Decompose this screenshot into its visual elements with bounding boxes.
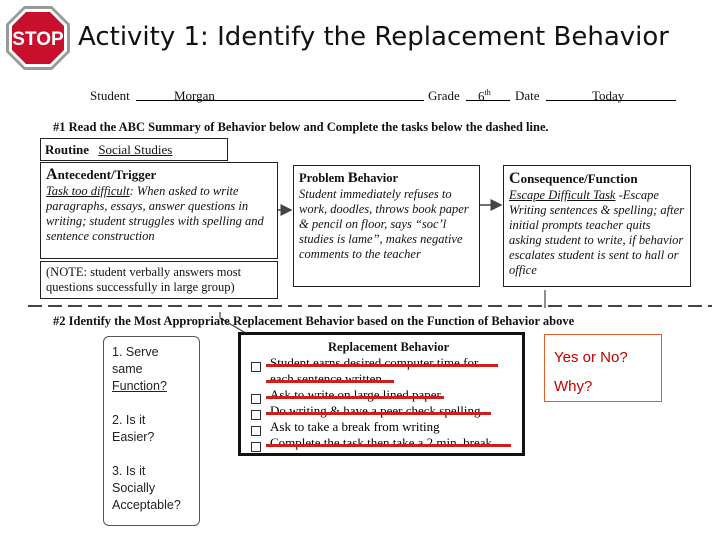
step1-heading: #1 Read the ABC Summary of Behavior belo… <box>53 120 549 134</box>
grade-label: Grade <box>428 88 460 103</box>
student-label: Student <box>90 88 130 103</box>
antecedent-box: Antecedent/Trigger Task too difficult: W… <box>40 162 278 259</box>
checkbox-option-4[interactable] <box>251 422 269 440</box>
problem-behavior-text: Student immediately refuses to work, doo… <box>299 187 469 261</box>
question-socially-acceptable: 3. Is it Socially Acceptable? <box>112 464 181 512</box>
option-1-line-1: Student earns desired computer time for <box>270 355 479 370</box>
problem-behavior-box: Problem Behavior Student immediately ref… <box>293 165 480 287</box>
date-label: Date <box>515 88 540 103</box>
stop-sign-text: STOP <box>12 29 64 50</box>
student-field <box>136 86 424 101</box>
antecedent-title: Antecedent/Trigger <box>46 166 272 184</box>
routine-label: Routine <box>45 142 90 157</box>
checkbox-option-1[interactable] <box>251 358 269 376</box>
step2-heading: #2 Identify the Most Appropriate Replace… <box>53 314 575 328</box>
question-easier: 2. Is it Easier? <box>112 413 155 444</box>
strike-option-3 <box>266 412 491 415</box>
antecedent-text: Task too difficult: When asked to write … <box>46 184 272 244</box>
answer-why: Why? <box>554 378 593 395</box>
page-title: Activity 1: Identify the Replacement Beh… <box>78 22 669 52</box>
answer-yes-or-no: Yes or No? <box>554 349 628 366</box>
stop-sign-icon: STOP <box>4 4 72 72</box>
strike-option-1a <box>266 364 498 367</box>
replacement-behavior-title: Replacement Behavior <box>328 340 450 354</box>
option-1-line-2: each sentence written <box>270 371 382 386</box>
antecedent-lead: Task too difficult <box>46 184 130 198</box>
date-field <box>546 86 676 101</box>
antecedent-body: : When asked to write paragraphs, essays… <box>46 184 264 243</box>
student-value: Morgan <box>174 88 215 103</box>
problem-behavior-title: Problem Behavior <box>299 170 399 186</box>
consequence-title: Consequence/Function <box>509 170 638 187</box>
grade-number: 6 <box>478 88 485 104</box>
routine-box: Routine Social Studies <box>40 138 228 161</box>
answer-box[interactable]: Yes or No? Why? <box>544 334 662 402</box>
checkbox-option-5[interactable] <box>251 438 269 456</box>
grade-field <box>466 86 510 101</box>
consequence-lead: Escape Difficult Task <box>509 188 616 202</box>
option-5: Complete the task then take a 2 min. bre… <box>270 435 493 450</box>
student-row: Student <box>90 88 130 104</box>
option-2: Ask to write on large lined paper <box>270 387 441 402</box>
routine-value: Social Studies <box>98 142 173 157</box>
checkbox-option-3[interactable] <box>251 406 269 424</box>
checkbox-option-2[interactable] <box>251 390 269 408</box>
strike-option-1b <box>266 380 394 383</box>
antecedent-title-rest: ntecedent/Trigger <box>57 167 157 182</box>
option-3: Do writing & have a peer check spelling <box>270 403 481 418</box>
date-value: Today <box>592 88 625 103</box>
consequence-box: Consequence/Function Escape Difficult Ta… <box>503 165 691 287</box>
strike-option-2 <box>266 396 444 399</box>
note-box: (NOTE: student verbally answers most que… <box>40 261 278 299</box>
grade-value: 6th <box>478 88 491 104</box>
antecedent-initial: A <box>46 166 58 183</box>
grade-suffix: th <box>484 88 491 97</box>
consequence-body: -Escape Writing sentences & spelling; af… <box>509 188 684 277</box>
option-4: Ask to take a break from writing <box>270 419 440 434</box>
strike-option-5 <box>266 444 511 447</box>
consequence-text: Escape Difficult Task -Escape Writing se… <box>509 188 685 278</box>
replacement-behavior-box <box>238 332 525 456</box>
